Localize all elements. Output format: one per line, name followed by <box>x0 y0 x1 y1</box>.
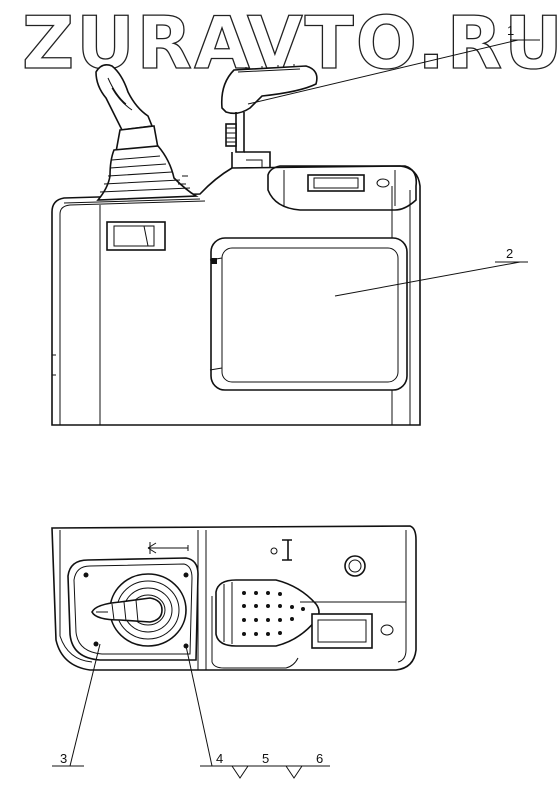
adjust-knob <box>225 123 237 147</box>
upper-socket <box>307 174 365 192</box>
joystick-top <box>91 573 187 647</box>
side-panel-outer <box>210 237 408 391</box>
perforation-dots <box>242 591 305 636</box>
round-knob <box>344 555 366 577</box>
callout-1: 1 <box>507 23 514 38</box>
callout-2: 2 <box>506 246 513 261</box>
lower-socket <box>311 613 373 649</box>
callout-4: 4 <box>216 751 223 766</box>
callout-3: 3 <box>60 751 67 766</box>
joystick-side <box>95 64 199 201</box>
top-view: 3 4 5 6 <box>51 525 417 779</box>
top-view-outline <box>51 525 417 671</box>
side-view: 1 2 <box>51 23 540 426</box>
upper-housing <box>267 165 418 211</box>
armrest-handle <box>220 65 318 115</box>
callout-5: 5 <box>262 751 269 766</box>
console-body-outline <box>51 165 421 426</box>
palm-rest <box>215 579 320 647</box>
callout-6: 6 <box>316 751 323 766</box>
indicator-window <box>106 221 166 251</box>
